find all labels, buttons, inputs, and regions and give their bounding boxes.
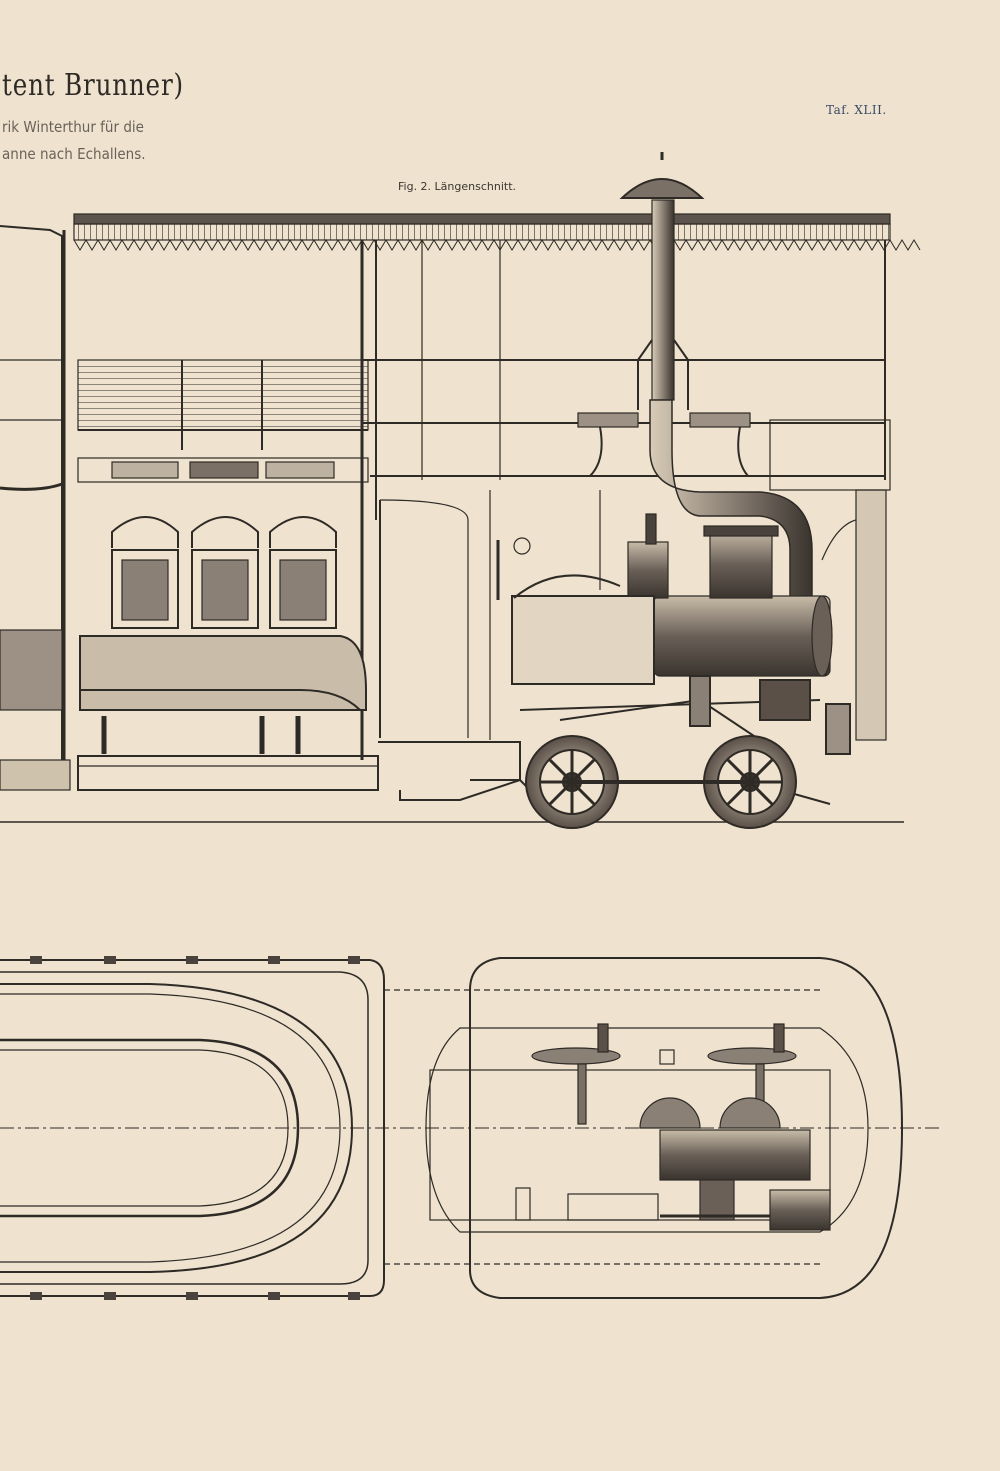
plate-subtitle-line1: rik Winterthur für die	[2, 118, 144, 136]
engine-room	[379, 419, 891, 741]
plan-view	[0, 956, 940, 1300]
plan-seats	[531, 1023, 797, 1125]
plan-studs	[30, 956, 360, 1300]
plan-engine-end	[0, 957, 940, 1299]
wheels	[525, 735, 797, 829]
plate-number: Taf. XLII.	[826, 103, 887, 117]
plan-boiler	[515, 1097, 831, 1231]
plate-title: tent Brunner)	[2, 68, 184, 103]
boiler	[496, 513, 833, 685]
left-car-fragment	[0, 225, 71, 791]
figure-2-label: Fig. 2. Längenschnitt.	[398, 180, 517, 193]
chimney	[577, 152, 813, 601]
plate-subtitle-line2: anne nach Echallens.	[2, 145, 146, 163]
roof	[73, 213, 921, 251]
side-elevation	[0, 152, 921, 829]
passenger-compartment	[77, 359, 369, 754]
